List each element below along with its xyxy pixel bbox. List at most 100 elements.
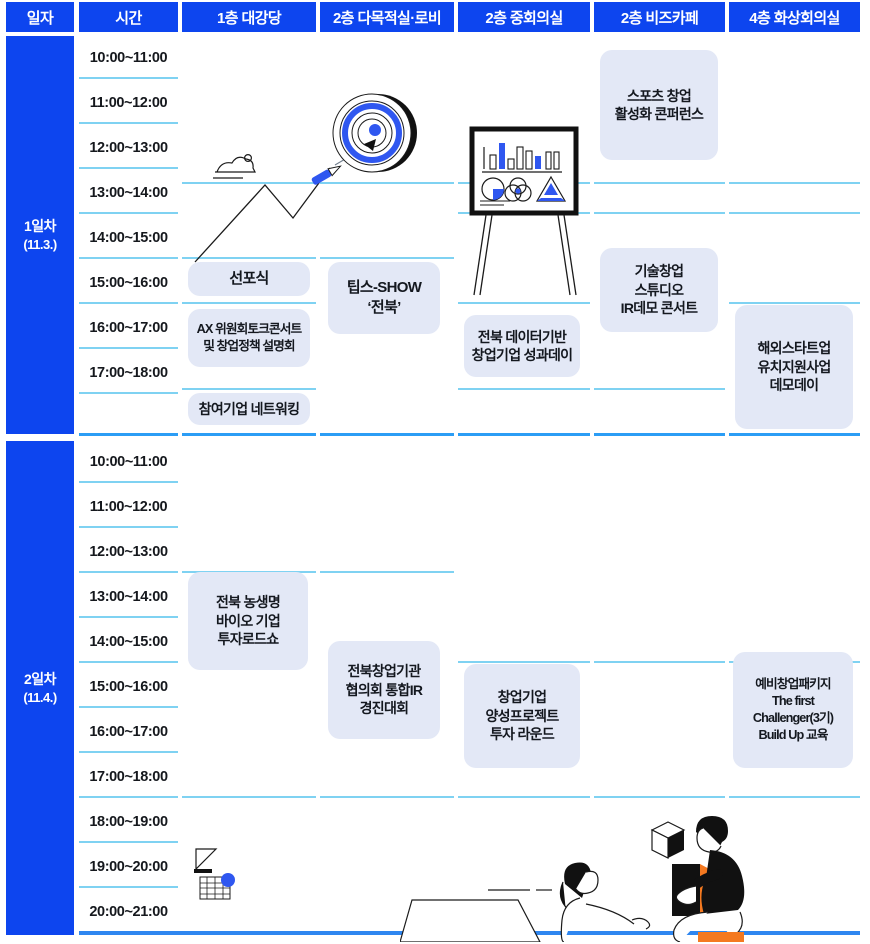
event-block[interactable]: 선포식 — [188, 262, 310, 296]
cube-icon — [650, 821, 686, 859]
grid-icon — [199, 876, 231, 900]
row-divider — [320, 796, 454, 798]
time-slot-day2-3: 12:00~13:00 — [89, 544, 168, 560]
event-block[interactable]: 해외스타트업 유치지원사업 데모데이 — [735, 305, 853, 429]
person-kneeling — [673, 816, 745, 942]
row-divider — [79, 661, 178, 663]
row-divider — [79, 212, 178, 214]
time-slot-day1-1: 10:00~11:00 — [89, 50, 168, 66]
row-divider — [729, 796, 860, 798]
row-divider — [729, 302, 860, 304]
column-header-biz2: 2층 비즈카페 — [594, 2, 725, 32]
day-separator — [182, 433, 316, 436]
column-header-date: 일자 — [6, 2, 74, 32]
row-divider — [729, 182, 860, 184]
event-block[interactable]: 창업기업 양성프로젝트 투자 라운드 — [464, 664, 580, 768]
event-block[interactable]: 전북 농생명 바이오 기업 투자로드쇼 — [188, 572, 308, 670]
people-teamwork-illustration — [400, 816, 745, 942]
row-divider — [182, 302, 316, 304]
row-divider — [458, 302, 590, 304]
time-slot-day2-1: 10:00~11:00 — [89, 454, 168, 470]
column-header-multi2: 2층 다목적실·로비 — [320, 2, 454, 32]
row-divider — [79, 526, 178, 528]
time-slot-day1-5: 14:00~15:00 — [89, 230, 168, 246]
row-divider — [458, 661, 590, 663]
row-divider — [320, 571, 454, 573]
time-slot-day1-8: 17:00~18:00 — [89, 365, 168, 381]
row-divider — [594, 796, 725, 798]
day-separator — [594, 433, 725, 436]
time-slot-day2-6: 15:00~16:00 — [89, 679, 168, 695]
event-block[interactable]: AX 위원회토크콘서트 및 창업정책 설명회 — [188, 309, 310, 367]
column-header-hall1: 1층 대강당 — [182, 2, 316, 32]
pyramid-chart-icon — [535, 175, 567, 202]
row-divider — [79, 571, 178, 573]
row-divider — [458, 796, 590, 798]
cloud-icon — [213, 153, 256, 179]
row-divider — [79, 77, 178, 79]
column-header-mid2: 2층 중회의실 — [458, 2, 590, 32]
row-divider — [79, 841, 178, 843]
day-cell-day2: 2일차 (11.4.) — [6, 441, 74, 935]
time-slot-day1-7: 16:00~17:00 — [89, 320, 168, 336]
row-divider — [729, 212, 860, 214]
day-label-day1: 1일차 — [23, 217, 57, 234]
row-divider — [320, 257, 454, 259]
time-slot-day1-2: 11:00~12:00 — [89, 95, 168, 111]
event-block[interactable]: 전북 데이터기반 창업기업 성과데이 — [464, 315, 580, 377]
table-bottom-border — [79, 931, 860, 935]
time-slot-day2-10: 19:00~20:00 — [89, 859, 168, 875]
time-slot-day2-9: 18:00~19:00 — [89, 814, 168, 830]
dart-target-illustration — [332, 93, 417, 173]
row-divider — [182, 182, 316, 184]
row-divider — [458, 388, 590, 390]
time-slot-day2-11: 20:00~21:00 — [89, 904, 168, 920]
row-divider — [79, 481, 178, 483]
row-divider — [594, 388, 725, 390]
row-divider — [594, 212, 725, 214]
row-divider — [79, 347, 178, 349]
row-divider — [79, 122, 178, 124]
time-slot-day2-2: 11:00~12:00 — [89, 499, 168, 515]
row-divider — [79, 886, 178, 888]
time-slot-day1-6: 15:00~16:00 — [89, 275, 168, 291]
mountain-growth-chart-illustration — [194, 137, 382, 263]
event-block[interactable]: 팁스-SHOW ‘전북’ — [328, 262, 440, 334]
time-slot-day2-4: 13:00~14:00 — [89, 589, 168, 605]
event-block[interactable]: 스포츠 창업 활성화 콘퍼런스 — [600, 50, 718, 160]
day-separator — [729, 433, 860, 436]
row-divider — [79, 302, 178, 304]
orange-box-icon — [672, 864, 730, 916]
event-block[interactable]: 전북창업기관 협의회 통합IR 경진대회 — [328, 641, 440, 739]
day-separator — [79, 433, 178, 436]
column-header-video4: 4층 화상회의실 — [729, 2, 860, 32]
event-block[interactable]: 참여기업 네트워킹 — [188, 393, 310, 425]
set-square-icon — [194, 848, 218, 873]
row-divider — [79, 257, 178, 259]
column-header-time: 시간 — [79, 2, 178, 32]
row-divider — [79, 706, 178, 708]
row-divider — [79, 616, 178, 618]
presentation-board-illustration — [469, 126, 579, 296]
row-divider — [182, 388, 316, 390]
row-divider — [594, 661, 725, 663]
time-slot-day1-3: 12:00~13:00 — [89, 140, 168, 156]
row-divider — [594, 182, 725, 184]
day-separator — [320, 433, 454, 436]
row-divider — [182, 257, 316, 259]
event-block[interactable]: 예비창업패키지 The first Challenger(3기) Build U… — [733, 652, 853, 768]
day-label-day2: 2일차 — [23, 670, 57, 687]
row-divider — [79, 392, 178, 394]
day-date-day2: (11.4.) — [23, 689, 57, 705]
day-date-day1: (11.3.) — [23, 236, 57, 252]
ruler-grid-illustration — [194, 848, 235, 900]
row-divider — [79, 796, 178, 798]
time-slot-day2-7: 16:00~17:00 — [89, 724, 168, 740]
day-cell-day1: 1일차 (11.3.) — [6, 36, 74, 434]
row-divider — [79, 751, 178, 753]
time-slot-day2-8: 17:00~18:00 — [89, 769, 168, 785]
event-block[interactable]: 기술창업 스튜디오 IR데모 콘서트 — [600, 248, 718, 332]
bar-chart-icon — [482, 143, 562, 173]
day-separator — [458, 433, 590, 436]
